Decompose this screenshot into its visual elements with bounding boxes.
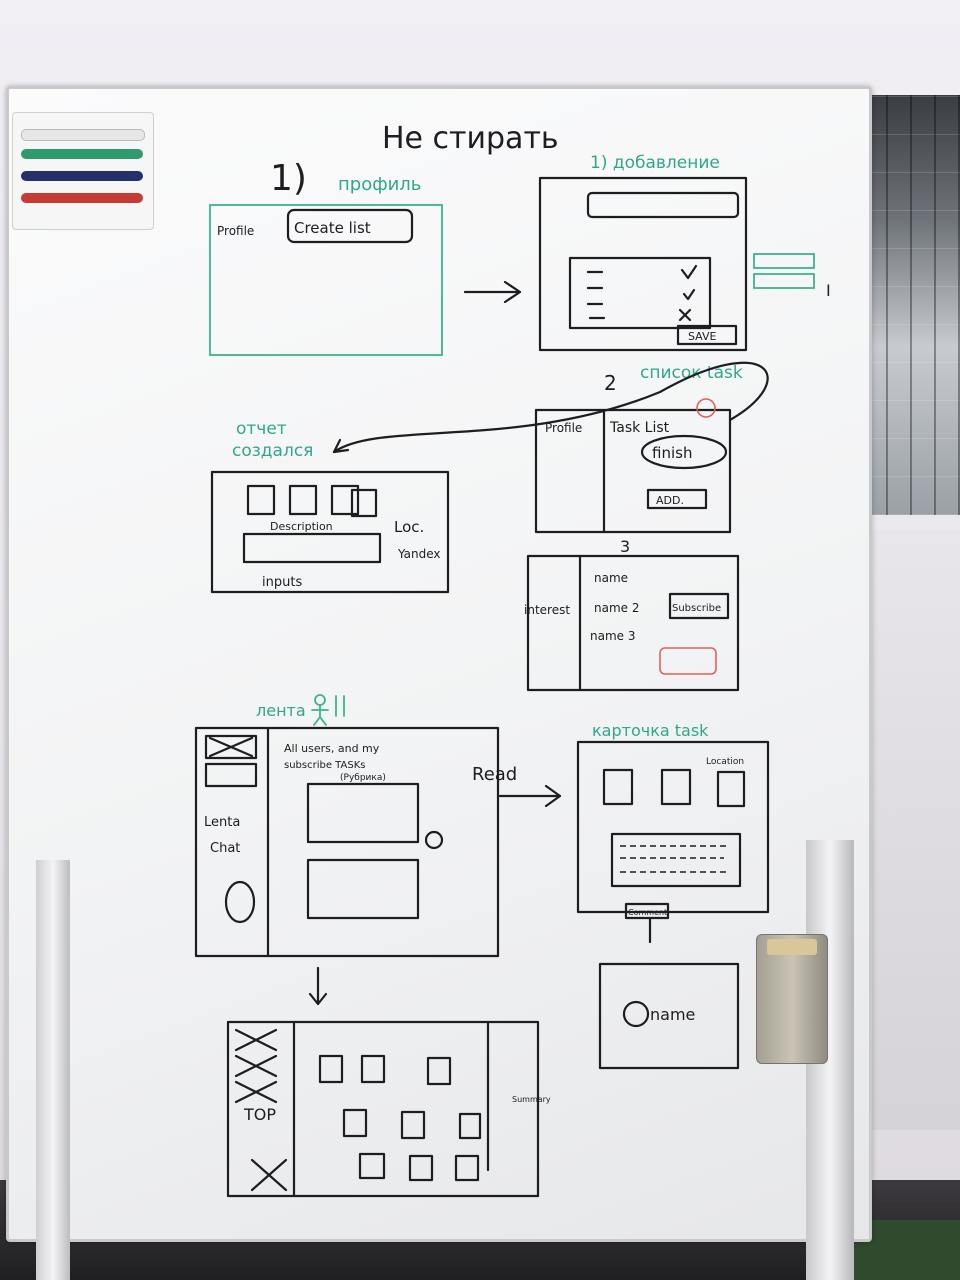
feed-card-2 bbox=[306, 858, 420, 920]
add-task-label: ADD. bbox=[656, 494, 684, 507]
person-icon bbox=[311, 694, 345, 726]
whiteboard bbox=[6, 86, 872, 1242]
lenta-link: Lenta bbox=[204, 815, 240, 830]
task-card-screen bbox=[576, 740, 770, 914]
photo-row-icon bbox=[602, 768, 746, 808]
chat-link: Chat bbox=[210, 841, 240, 856]
stand-leg-left bbox=[36, 860, 70, 1280]
arrow-right-icon bbox=[463, 280, 522, 304]
subscribe-screen bbox=[526, 554, 740, 692]
save-button bbox=[676, 324, 738, 346]
report-heading-1: отчет bbox=[236, 419, 287, 439]
image-placeholder-icon bbox=[204, 734, 258, 788]
task-list-tab: Profile bbox=[545, 421, 582, 435]
sun-icon bbox=[224, 880, 256, 924]
grid-tiles-icon bbox=[318, 1054, 482, 1182]
task-card-heading: карточка task bbox=[592, 721, 709, 740]
name-3: name 3 bbox=[590, 629, 635, 643]
profile-tab: Profile bbox=[217, 224, 254, 238]
comment-label: Comment bbox=[628, 908, 667, 917]
add-list-lines bbox=[586, 270, 606, 320]
task-card-text bbox=[610, 832, 742, 888]
loc-label: Loc. bbox=[394, 518, 424, 536]
summary-label: Summary bbox=[512, 1095, 551, 1104]
red-mark-icon bbox=[696, 398, 716, 418]
profile-heading: профиль bbox=[338, 174, 421, 195]
name-1: name bbox=[594, 571, 628, 585]
crossed-box-icon bbox=[250, 1158, 288, 1192]
subscribe-button bbox=[668, 592, 730, 620]
photo-slots-icon bbox=[246, 484, 378, 518]
read-arrow-icon bbox=[498, 784, 562, 808]
save-label: SAVE bbox=[688, 330, 717, 343]
office-window bbox=[862, 95, 960, 515]
crossed-items-icon bbox=[234, 1028, 278, 1104]
subscribe-number: 3 bbox=[620, 537, 630, 556]
green-field-1 bbox=[753, 253, 815, 269]
yandex-label: Yandex bbox=[397, 547, 441, 561]
task-list-number: 2 bbox=[604, 371, 617, 395]
feed-text-2: subscribe TASKs bbox=[284, 760, 365, 771]
add-screen bbox=[538, 176, 748, 352]
profile-screen bbox=[209, 204, 443, 356]
read-label: Read bbox=[472, 764, 517, 785]
report-screen bbox=[210, 470, 450, 594]
green-field-2 bbox=[753, 273, 815, 289]
marker-red bbox=[21, 193, 143, 203]
chat-bubble-icon bbox=[424, 830, 444, 850]
curved-arrow bbox=[332, 361, 769, 454]
text-lines bbox=[620, 845, 730, 873]
avatar-icon bbox=[622, 1000, 650, 1028]
marker-tray bbox=[12, 112, 154, 230]
board-title: Не стирать bbox=[382, 121, 559, 156]
subscribe-label: Subscribe bbox=[672, 603, 721, 614]
feed-card-1 bbox=[306, 782, 420, 844]
profile-number: 1) bbox=[270, 158, 307, 199]
top-screen bbox=[226, 1020, 540, 1198]
description-label: Description bbox=[270, 520, 333, 533]
board-eraser bbox=[756, 934, 828, 1064]
comment-button bbox=[624, 902, 670, 920]
feed-heading: лента bbox=[256, 701, 306, 720]
create-list-label: Create list bbox=[294, 219, 371, 237]
comment-name: name bbox=[650, 1005, 695, 1024]
inputs-label: inputs bbox=[262, 575, 302, 590]
description-field bbox=[242, 532, 382, 564]
comment-screen bbox=[598, 962, 740, 1070]
check-marks-icon bbox=[678, 264, 698, 322]
down-arrow-icon bbox=[308, 966, 328, 1006]
feed-text-1: All users, and my bbox=[284, 742, 380, 755]
add-list-box bbox=[568, 256, 712, 330]
task-list-heading: список task bbox=[640, 363, 743, 383]
report-heading-2: создался bbox=[232, 441, 313, 461]
finish-label: finish bbox=[652, 444, 692, 462]
add-task-button bbox=[646, 488, 708, 510]
name-2: name 2 bbox=[594, 601, 639, 615]
feed-screen bbox=[194, 726, 500, 958]
eraser-tab bbox=[767, 939, 817, 955]
add-heading: 1) добавление bbox=[590, 153, 720, 173]
window-frame bbox=[862, 95, 960, 515]
feed-text-3: (Рубрика) bbox=[340, 773, 386, 783]
curved-arrow-head-icon bbox=[332, 438, 350, 454]
task-list-title: Task List bbox=[609, 420, 670, 436]
marker-blue bbox=[21, 171, 143, 181]
add-input bbox=[586, 191, 740, 219]
red-box bbox=[659, 647, 717, 675]
create-list-button bbox=[286, 208, 414, 244]
marker-white bbox=[21, 129, 145, 141]
location-label: Location bbox=[706, 757, 744, 767]
marker-green bbox=[21, 149, 143, 159]
task-list-screen bbox=[534, 408, 732, 534]
finish-circle bbox=[640, 434, 728, 470]
top-label: TOP bbox=[243, 1105, 276, 1124]
interest-label: interest bbox=[524, 603, 570, 617]
side-mark: I bbox=[826, 281, 831, 300]
